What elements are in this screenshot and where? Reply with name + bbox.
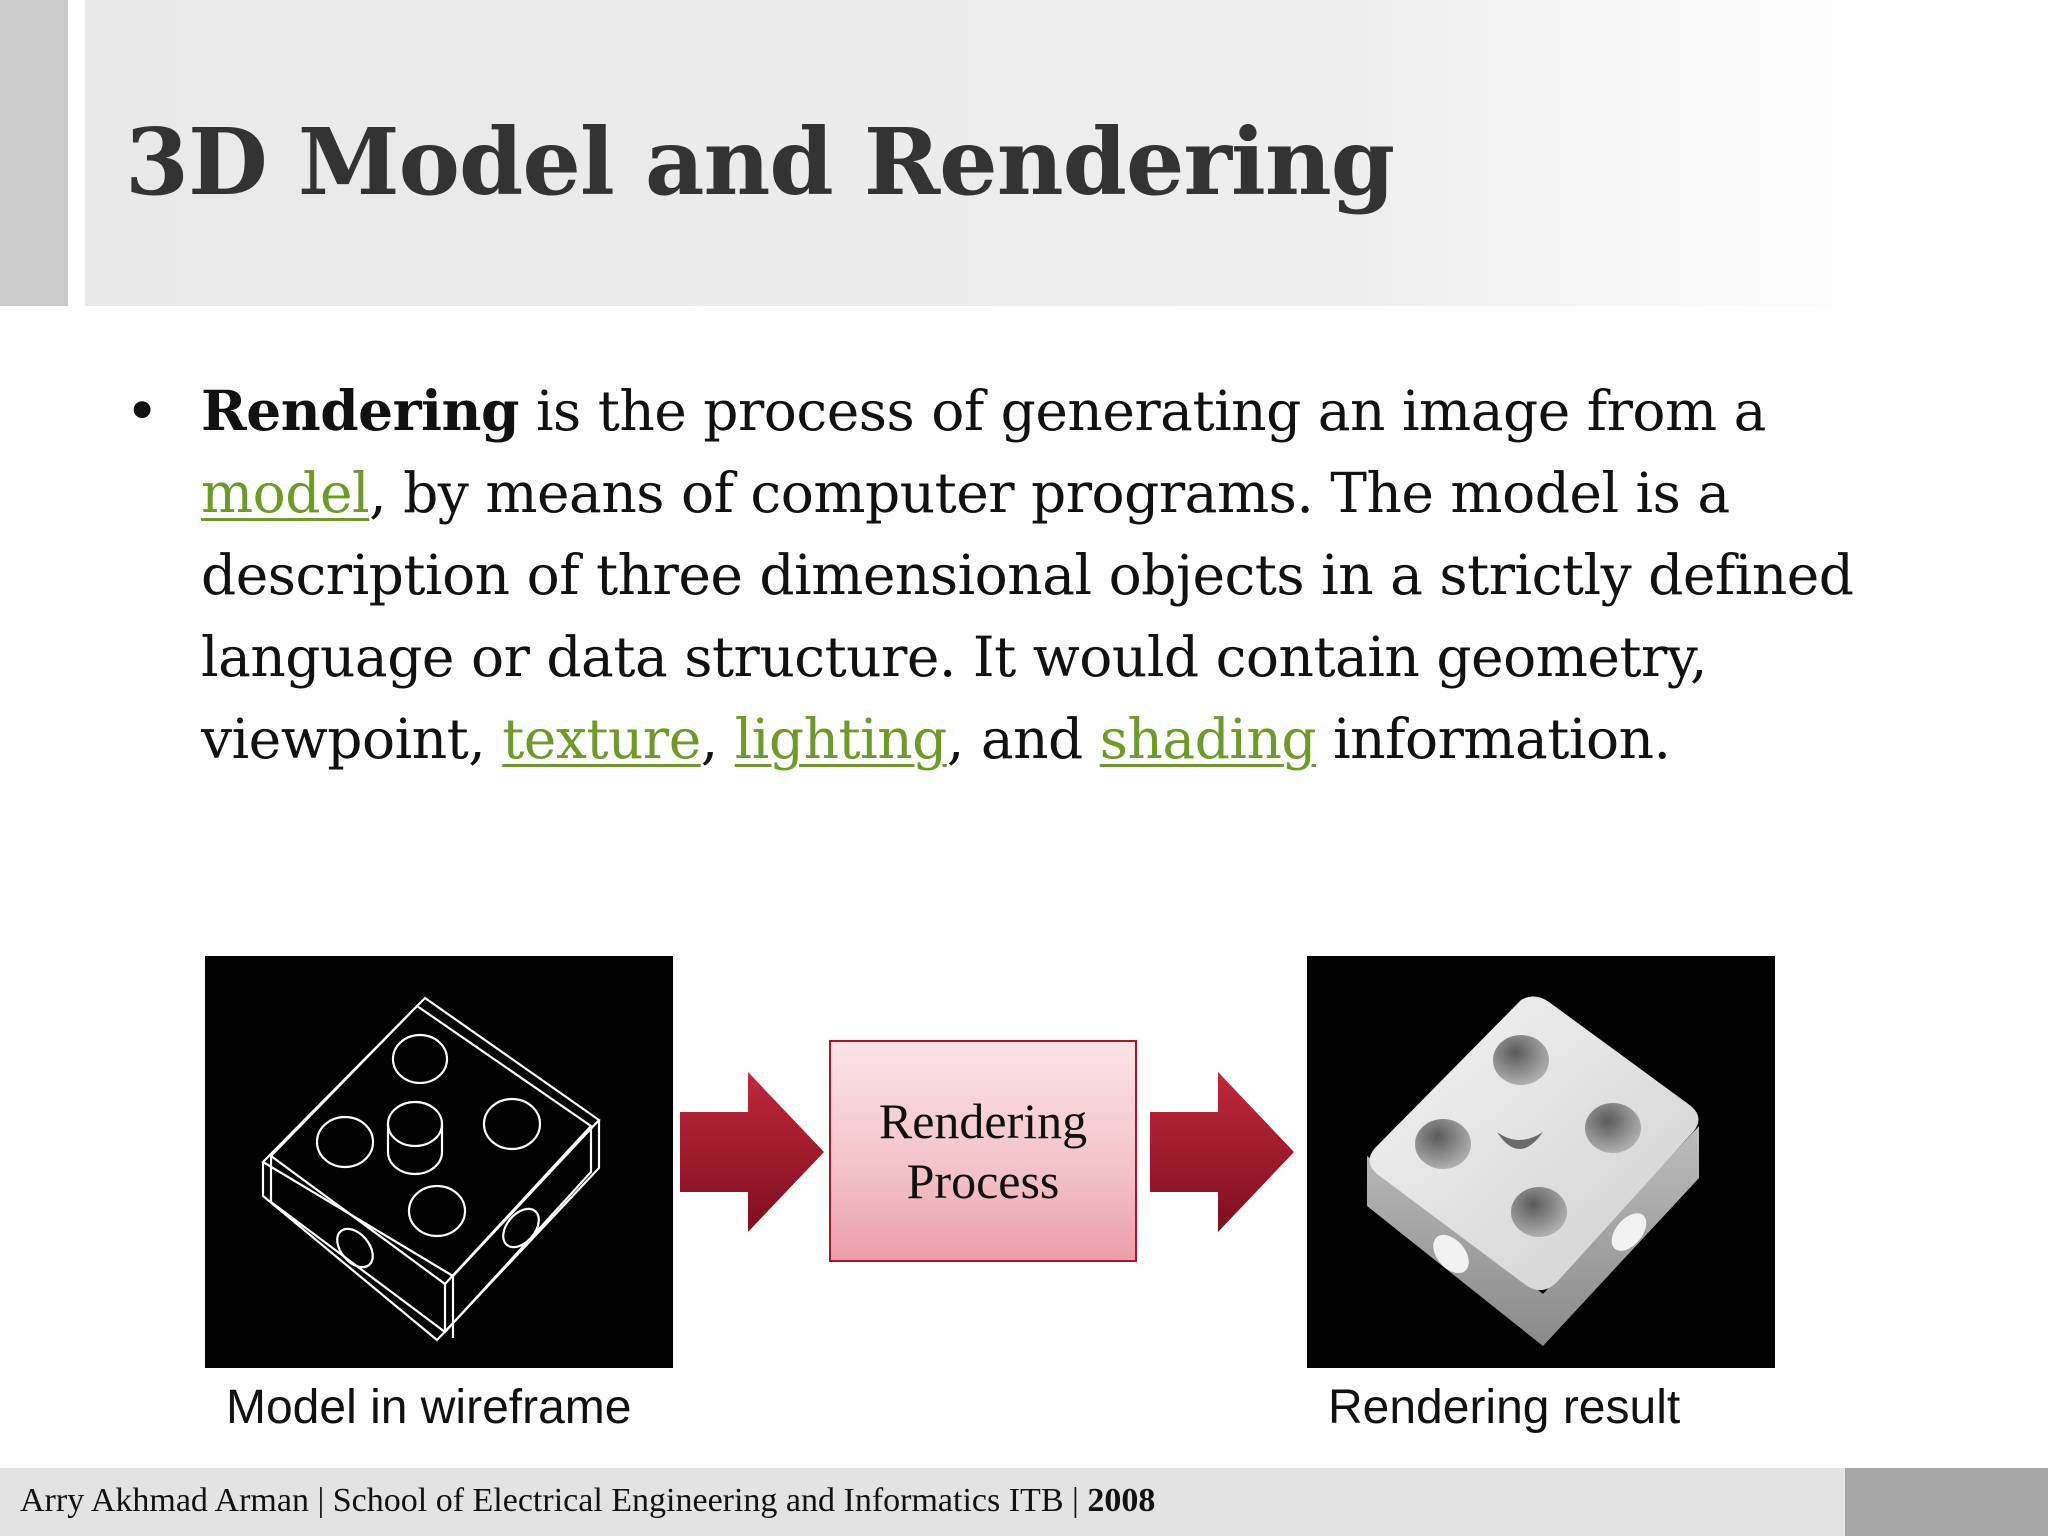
bullet-text: Rendering is the process of generating a… <box>201 370 1865 780</box>
wireframe-model-image <box>205 956 673 1368</box>
process-label: Rendering Process <box>879 1091 1087 1211</box>
arrow-right-icon <box>1150 1072 1294 1232</box>
link-shading[interactable]: shading <box>1099 707 1317 771</box>
bullet-item: • Rendering is the process of generating… <box>125 370 1865 780</box>
bullet-dot: • <box>125 377 160 445</box>
process-label-line-2: Process <box>906 1153 1060 1209</box>
title-band <box>85 0 1885 306</box>
title-accent-bar <box>0 0 68 306</box>
bullet-text-part: , and <box>946 707 1100 771</box>
caption-model-in-wireframe: Model in wireframe <box>226 1381 632 1434</box>
term-rendering: Rendering <box>201 378 519 443</box>
bullet-text-part: is the process of generating an image fr… <box>518 379 1766 443</box>
process-label-line-1: Rendering <box>878 1093 1088 1149</box>
slide-content: • Rendering is the process of generating… <box>125 370 1865 780</box>
footer-text: Arry Akhmad Arman | School of Electrical… <box>20 1482 1155 1520</box>
bullet-text-part: , <box>700 707 735 771</box>
footer-bar <box>0 1468 1845 1536</box>
wireframe-cube-icon <box>261 996 601 1342</box>
bullet-text-part: , by means of computer programs. The mod… <box>201 461 1854 771</box>
link-texture[interactable]: texture <box>502 707 701 771</box>
link-model[interactable]: model <box>201 461 370 525</box>
rendered-cube-icon <box>1367 996 1699 1346</box>
footer-year: 2008 <box>1087 1482 1156 1519</box>
rendered-result-image <box>1307 956 1775 1368</box>
footer-author: Arry Akhmad Arman | School of Electrical… <box>20 1482 1088 1519</box>
rendering-process-box: Rendering Process <box>829 1040 1137 1262</box>
caption-rendering-result: Rendering result <box>1328 1381 1681 1434</box>
link-lighting[interactable]: lighting <box>734 707 948 771</box>
arrow-right-icon <box>680 1072 824 1232</box>
footer-accent-block <box>1845 1468 2048 1536</box>
bullet-text-part: information. <box>1316 707 1671 771</box>
slide-title: 3D Model and Rendering <box>125 108 1395 216</box>
